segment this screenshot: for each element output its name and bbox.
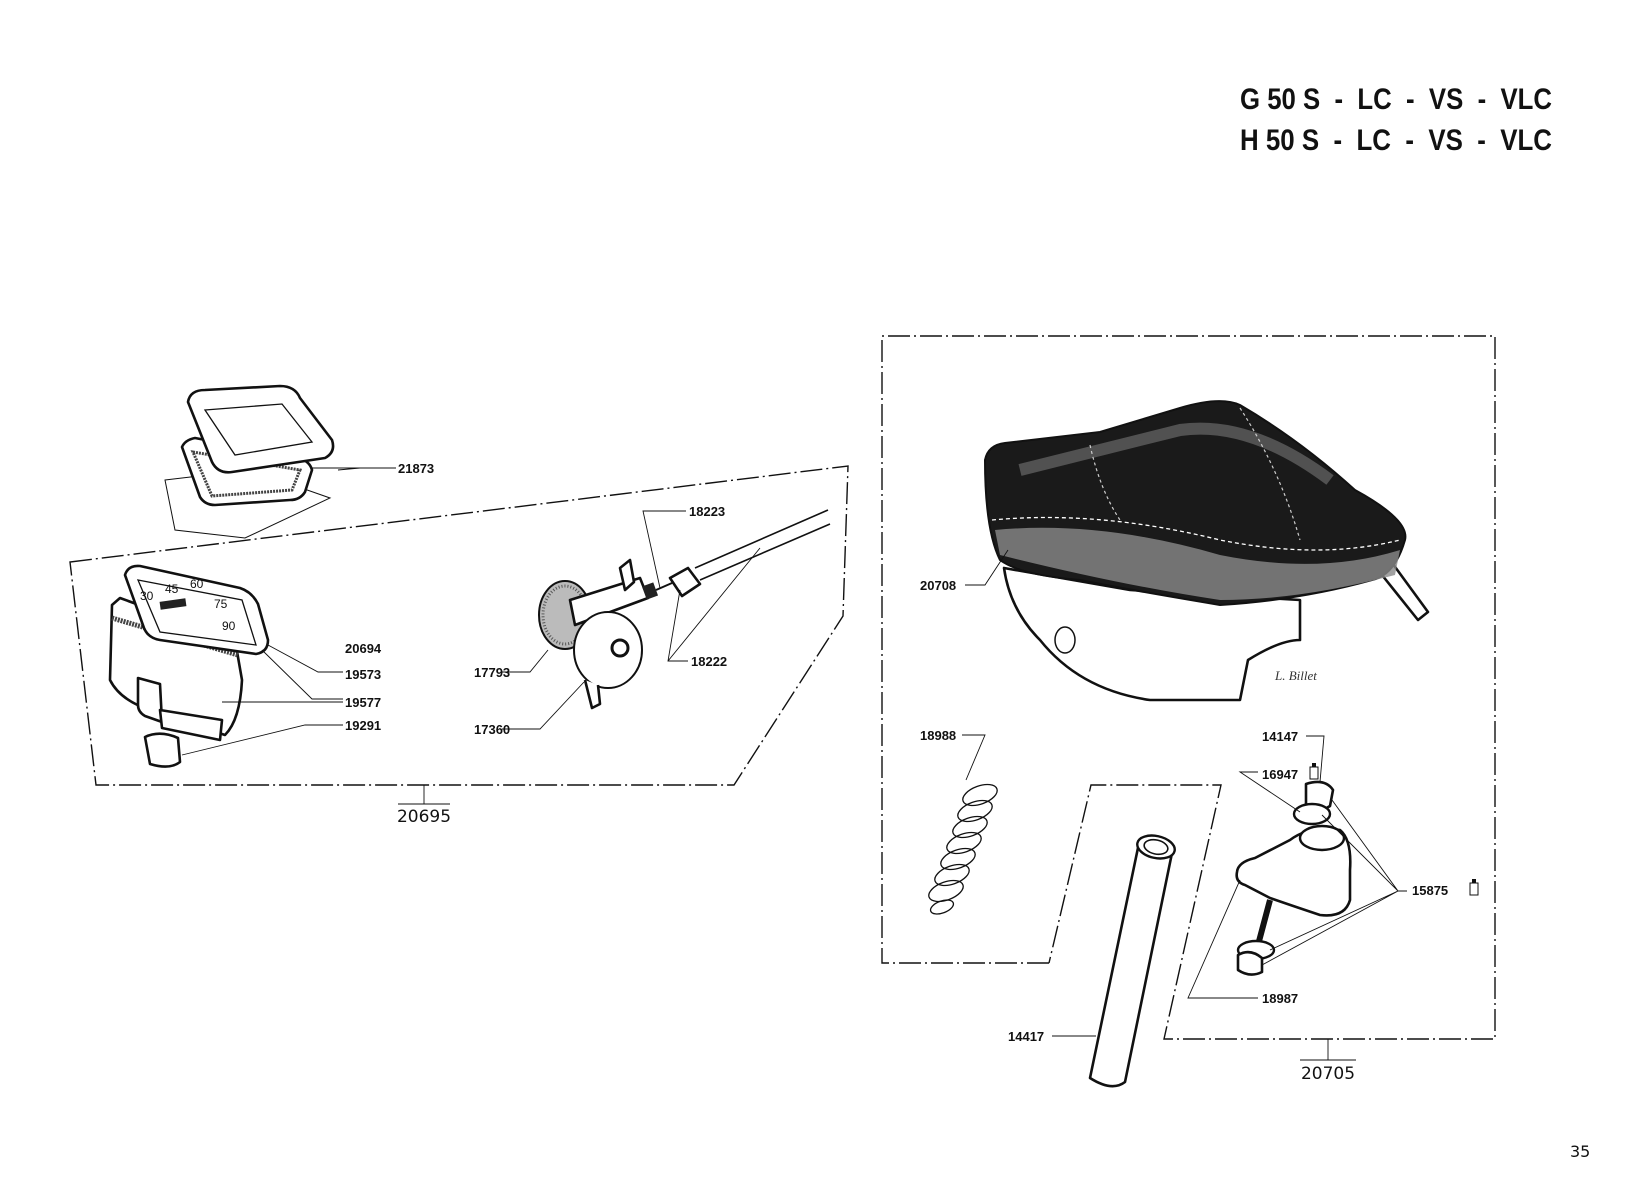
odometer-window	[159, 598, 187, 610]
part-label-19573: 19573	[345, 667, 381, 682]
part-label-18987: 18987	[1262, 991, 1298, 1006]
leader-17793	[502, 649, 549, 673]
leader-17360	[502, 681, 585, 730]
cable-inner-tip	[655, 582, 673, 591]
bezel-upper-frame	[186, 384, 335, 474]
part-label-21873: 21873	[398, 461, 434, 476]
rubber-mount	[143, 732, 182, 768]
leader-20694	[267, 644, 343, 673]
saddle-stitching	[991, 516, 1401, 551]
drive-housing-hub	[610, 638, 630, 658]
mount-bracket	[136, 676, 164, 724]
leader-18987	[1187, 879, 1258, 999]
part-label-16947: 16947	[1262, 767, 1298, 782]
saddle-pan-hole	[1054, 626, 1076, 654]
clamp-washer	[1292, 802, 1332, 826]
part-label-19291: 19291	[345, 718, 381, 733]
drive-hook	[618, 558, 636, 592]
bezel-part	[164, 384, 335, 539]
assembly-number-20695: 20695	[397, 807, 451, 827]
speedometer-dial	[136, 579, 257, 646]
bottle-icon	[1469, 879, 1479, 896]
model-title-line-1: G 50 S - LC - VS - VLC	[1240, 83, 1552, 116]
part-label-18988: 18988	[920, 728, 956, 743]
seat-post-bore	[1143, 838, 1169, 856]
leader-19291	[181, 724, 343, 756]
dial-mark-60: 60	[190, 577, 204, 591]
saddle-highlight	[1018, 422, 1334, 485]
leader-20708	[965, 549, 1009, 586]
drive-housing-disc	[573, 611, 643, 689]
saddle-side-shading	[995, 527, 1400, 600]
leader-18988	[962, 734, 986, 781]
part-label-14147: 14147	[1262, 729, 1298, 744]
leader-19573	[261, 649, 343, 700]
seat-post-part	[1088, 834, 1176, 1088]
seat-post-tube	[1088, 841, 1174, 1088]
leader-16947	[1238, 771, 1301, 813]
leader-15875	[1261, 799, 1407, 966]
artist-signature: L. Billet	[1274, 668, 1317, 683]
part-label-17360: 17360	[474, 722, 510, 737]
bottle-icon	[1309, 763, 1319, 780]
dial-mark-75: 75	[214, 597, 228, 611]
dial-mark-45: 45	[165, 582, 179, 596]
part-label-17793: 17793	[474, 665, 510, 680]
model-title-line-2: H 50 S - LC - VS - VLC	[1240, 124, 1552, 157]
speedometer-head-part: 30 45 60 75 90	[108, 564, 270, 768]
speedometer-drive-part	[538, 558, 659, 710]
clamp-part	[1235, 780, 1352, 976]
part-label-19577: 19577	[345, 695, 381, 710]
bezel-opening	[203, 403, 314, 456]
page-number: 35	[1570, 1142, 1590, 1161]
clamp-bolt	[1255, 899, 1273, 946]
cable-sheath	[694, 509, 831, 581]
spring-coil	[940, 847, 976, 871]
assembly-boundary-20695	[69, 465, 849, 786]
dial-mark-30: 30	[140, 589, 154, 603]
assembly-number-20705: 20705	[1301, 1064, 1355, 1084]
leader-18223	[642, 510, 686, 589]
model-header: G 50 S - LC - VS - VLC H 50 S - LC - VS …	[1240, 83, 1552, 157]
clamp-bolt-head	[1236, 950, 1264, 976]
speedometer-group: 20695 21873 30 45 60 75 90 20	[69, 384, 849, 827]
saddle-part: L. Billet	[983, 400, 1430, 702]
cable-ferrule	[668, 566, 702, 598]
leader-14147	[1306, 735, 1325, 783]
dial-mark-90: 90	[222, 619, 236, 633]
drive-housing-tab	[583, 679, 602, 710]
leader-21873	[310, 467, 396, 471]
part-label-18222: 18222	[691, 654, 727, 669]
assembly-boundary-20705	[881, 335, 1496, 1040]
speedometer-cable-part	[655, 509, 831, 598]
spring-coil	[962, 783, 998, 807]
part-label-14417: 14417	[1008, 1029, 1044, 1044]
leader-18222	[667, 547, 761, 662]
drive-fitting	[641, 582, 659, 600]
spring-coil	[934, 863, 970, 887]
saddle-group: 20705 L. Billet 20708 18988	[881, 335, 1496, 1088]
spring-part	[928, 783, 998, 915]
spring-coil	[957, 799, 993, 823]
spring-coil	[929, 899, 955, 915]
part-label-20708: 20708	[920, 578, 956, 593]
part-label-15875: 15875	[1412, 883, 1448, 898]
mount-bracket-base	[158, 708, 224, 742]
part-label-18223: 18223	[689, 504, 725, 519]
part-label-20694: 20694	[345, 641, 382, 656]
spring-coil	[946, 831, 982, 855]
spring-coil	[928, 879, 964, 903]
clamp-bore	[1298, 824, 1346, 852]
spring-coil	[952, 815, 988, 839]
saddle-seams	[1089, 407, 1301, 541]
